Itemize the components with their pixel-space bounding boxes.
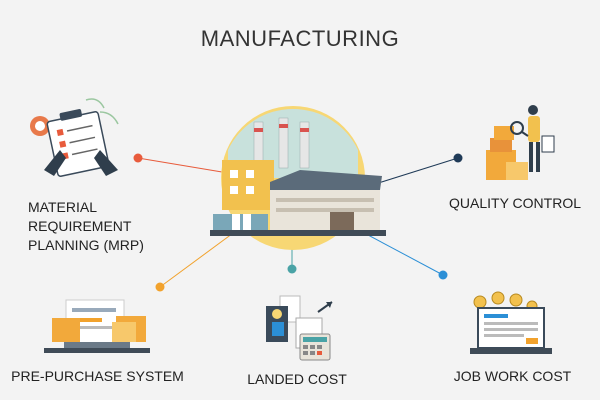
calculator-documents-icon: [266, 295, 333, 361]
connector-dot-quality: [453, 153, 463, 163]
node-label-mrp-line-1: MATERIAL: [28, 199, 97, 215]
checklist-clipboard-icon: [30, 98, 119, 177]
inspector-boxes-icon: [486, 105, 555, 180]
page-title: MANUFACTURING: [200, 26, 400, 51]
connector-line-prepurchase: [159, 227, 241, 288]
node-label-landed-cost: LANDED COST: [247, 371, 347, 387]
node-label-quality-control: QUALITY CONTROL: [449, 195, 581, 211]
laptop-invoice-icon: [470, 291, 552, 354]
laptop-folders-icon: [44, 299, 150, 353]
connector-dot-jobwork: [438, 270, 448, 280]
connector-line-quality: [371, 157, 459, 186]
node-label-mrp-line-2: REQUIREMENT: [28, 218, 132, 234]
connector-dot-landed: [287, 264, 297, 274]
node-label-job-work-cost: JOB WORK COST: [453, 368, 572, 384]
connector-line-mrp: [137, 157, 223, 173]
node-label-mrp-line-3: PLANNING (MRP): [28, 237, 144, 253]
connector-dot-prepurchase: [155, 282, 165, 292]
node-label-pre-purchase-system: PRE-PURCHASE SYSTEM: [11, 368, 184, 384]
node-label-mrp: MATERIAL REQUIREMENT PLANNING (MRP): [28, 198, 158, 255]
connector-dot-mrp: [133, 153, 143, 163]
factory-icon: [210, 106, 386, 250]
